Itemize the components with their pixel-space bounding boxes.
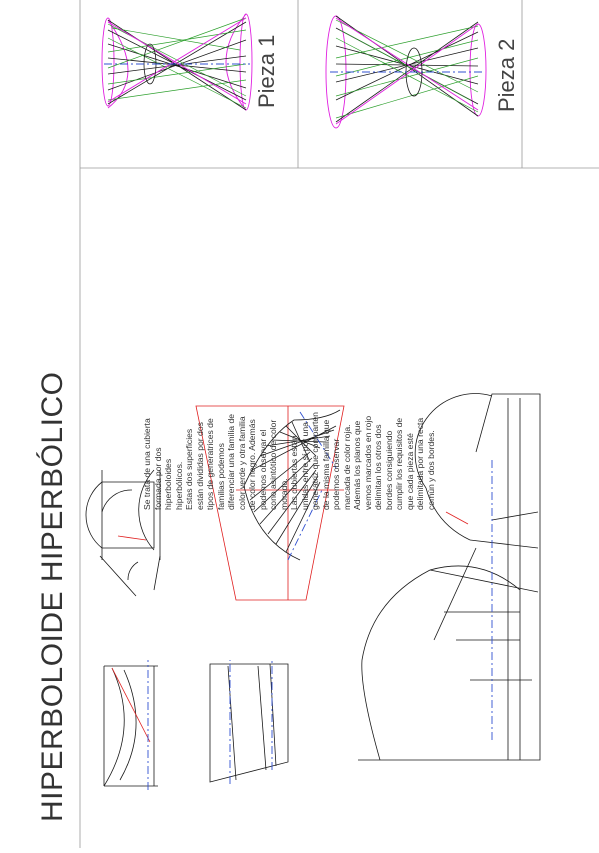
- description-line: de la misma familia que: [320, 419, 331, 510]
- description-line: hiperboloides: [163, 458, 173, 510]
- description-line: tipos de generatrices de: [205, 418, 215, 510]
- description-line: diferenciar una familia de: [226, 413, 236, 510]
- profile-view-small: [103, 660, 158, 790]
- description-line: están divididas por dos: [194, 422, 205, 510]
- description-line: de color negro. Además: [247, 419, 257, 510]
- description-line: marcada de color roja.: [341, 424, 352, 510]
- description-line: bordes consiguiendo: [383, 430, 394, 510]
- description-line: generatriz que comparten: [310, 412, 320, 510]
- trapezoid-view: [209, 660, 289, 784]
- piece1-hyperboloid: [101, 13, 253, 111]
- description-line: familias podemos: [215, 443, 226, 510]
- description-line: delimitada por una recta: [415, 417, 425, 510]
- description-line: cumplir los requisitos de: [394, 417, 404, 510]
- semicircle-plan-view: [85, 469, 161, 597]
- piece2-label: Pieza 2: [494, 38, 519, 112]
- description-line: delimitan los otros dos: [373, 424, 383, 510]
- description-line: morado.: [278, 478, 289, 510]
- description-line: Estas dos superficies: [184, 428, 194, 510]
- description-line: formada por dos: [152, 447, 163, 510]
- description-line: Las cubiertas están: [289, 435, 299, 510]
- description-line: común y dos bordes.: [425, 430, 436, 510]
- generatrix-planes-view: [195, 405, 345, 601]
- assembly-view: [358, 393, 541, 761]
- description-line: vemos marcados en rojo: [362, 415, 373, 510]
- description-line: Se trata de una cubierta: [142, 418, 152, 510]
- page-title: HIPERBOLOIDE HIPERBÓLICO: [36, 371, 69, 822]
- description-line: hiperbólicos.: [173, 461, 184, 510]
- description-line: que cada pieza esté: [404, 433, 415, 510]
- description-line: unidas entre sí por una: [299, 422, 310, 510]
- piece2-hyperboloid: [325, 15, 487, 129]
- piece1-label: Pieza 1: [254, 34, 279, 108]
- description-line: color verde y otra familia: [236, 416, 247, 510]
- description-line: cono asintótico de color: [268, 419, 278, 510]
- description-line: podemos observar: [331, 438, 341, 510]
- sheet-frame: [79, 0, 599, 848]
- description-line: podemos observar el: [257, 429, 268, 510]
- description-line: Además los planos que: [352, 420, 362, 510]
